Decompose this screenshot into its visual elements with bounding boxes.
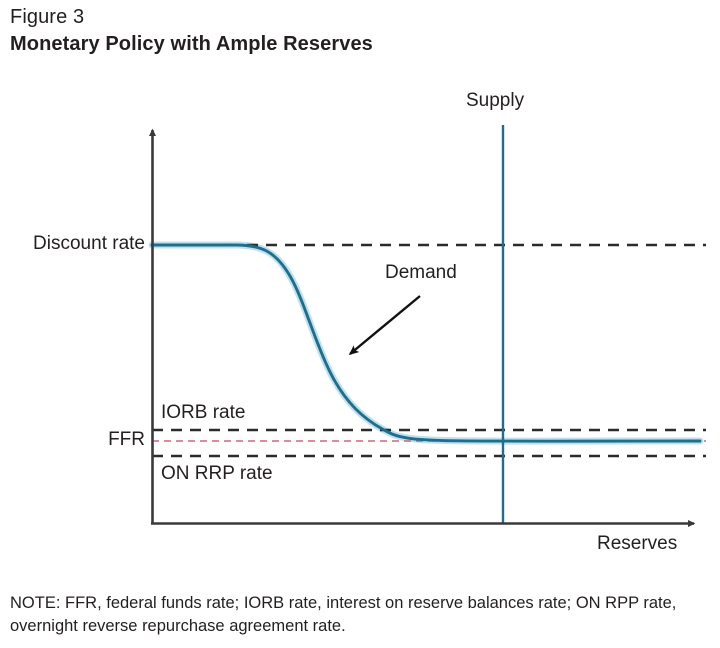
chart-graphics bbox=[148, 125, 706, 528]
figure-note: NOTE: FFR, federal funds rate; IORB rate… bbox=[10, 594, 677, 636]
x-axis-label: Reserves bbox=[597, 533, 678, 554]
demand-curve bbox=[150, 243, 702, 443]
demand-label: Demand bbox=[385, 262, 457, 283]
demand-annotation-arrow bbox=[348, 295, 421, 355]
iorb-rate-label: IORB rate bbox=[161, 402, 246, 423]
supply-label: Supply bbox=[466, 90, 525, 111]
chart-canvas: Supply Reserves Demand Discount rate FFR… bbox=[33, 90, 706, 554]
discount-rate-label: Discount rate bbox=[33, 233, 145, 254]
page-title: Monetary Policy with Ample Reserves bbox=[10, 33, 373, 55]
ffr-label: FFR bbox=[108, 429, 145, 450]
onrrp-rate-label: ON RRP rate bbox=[161, 463, 273, 484]
figure-number: Figure 3 bbox=[10, 6, 85, 28]
